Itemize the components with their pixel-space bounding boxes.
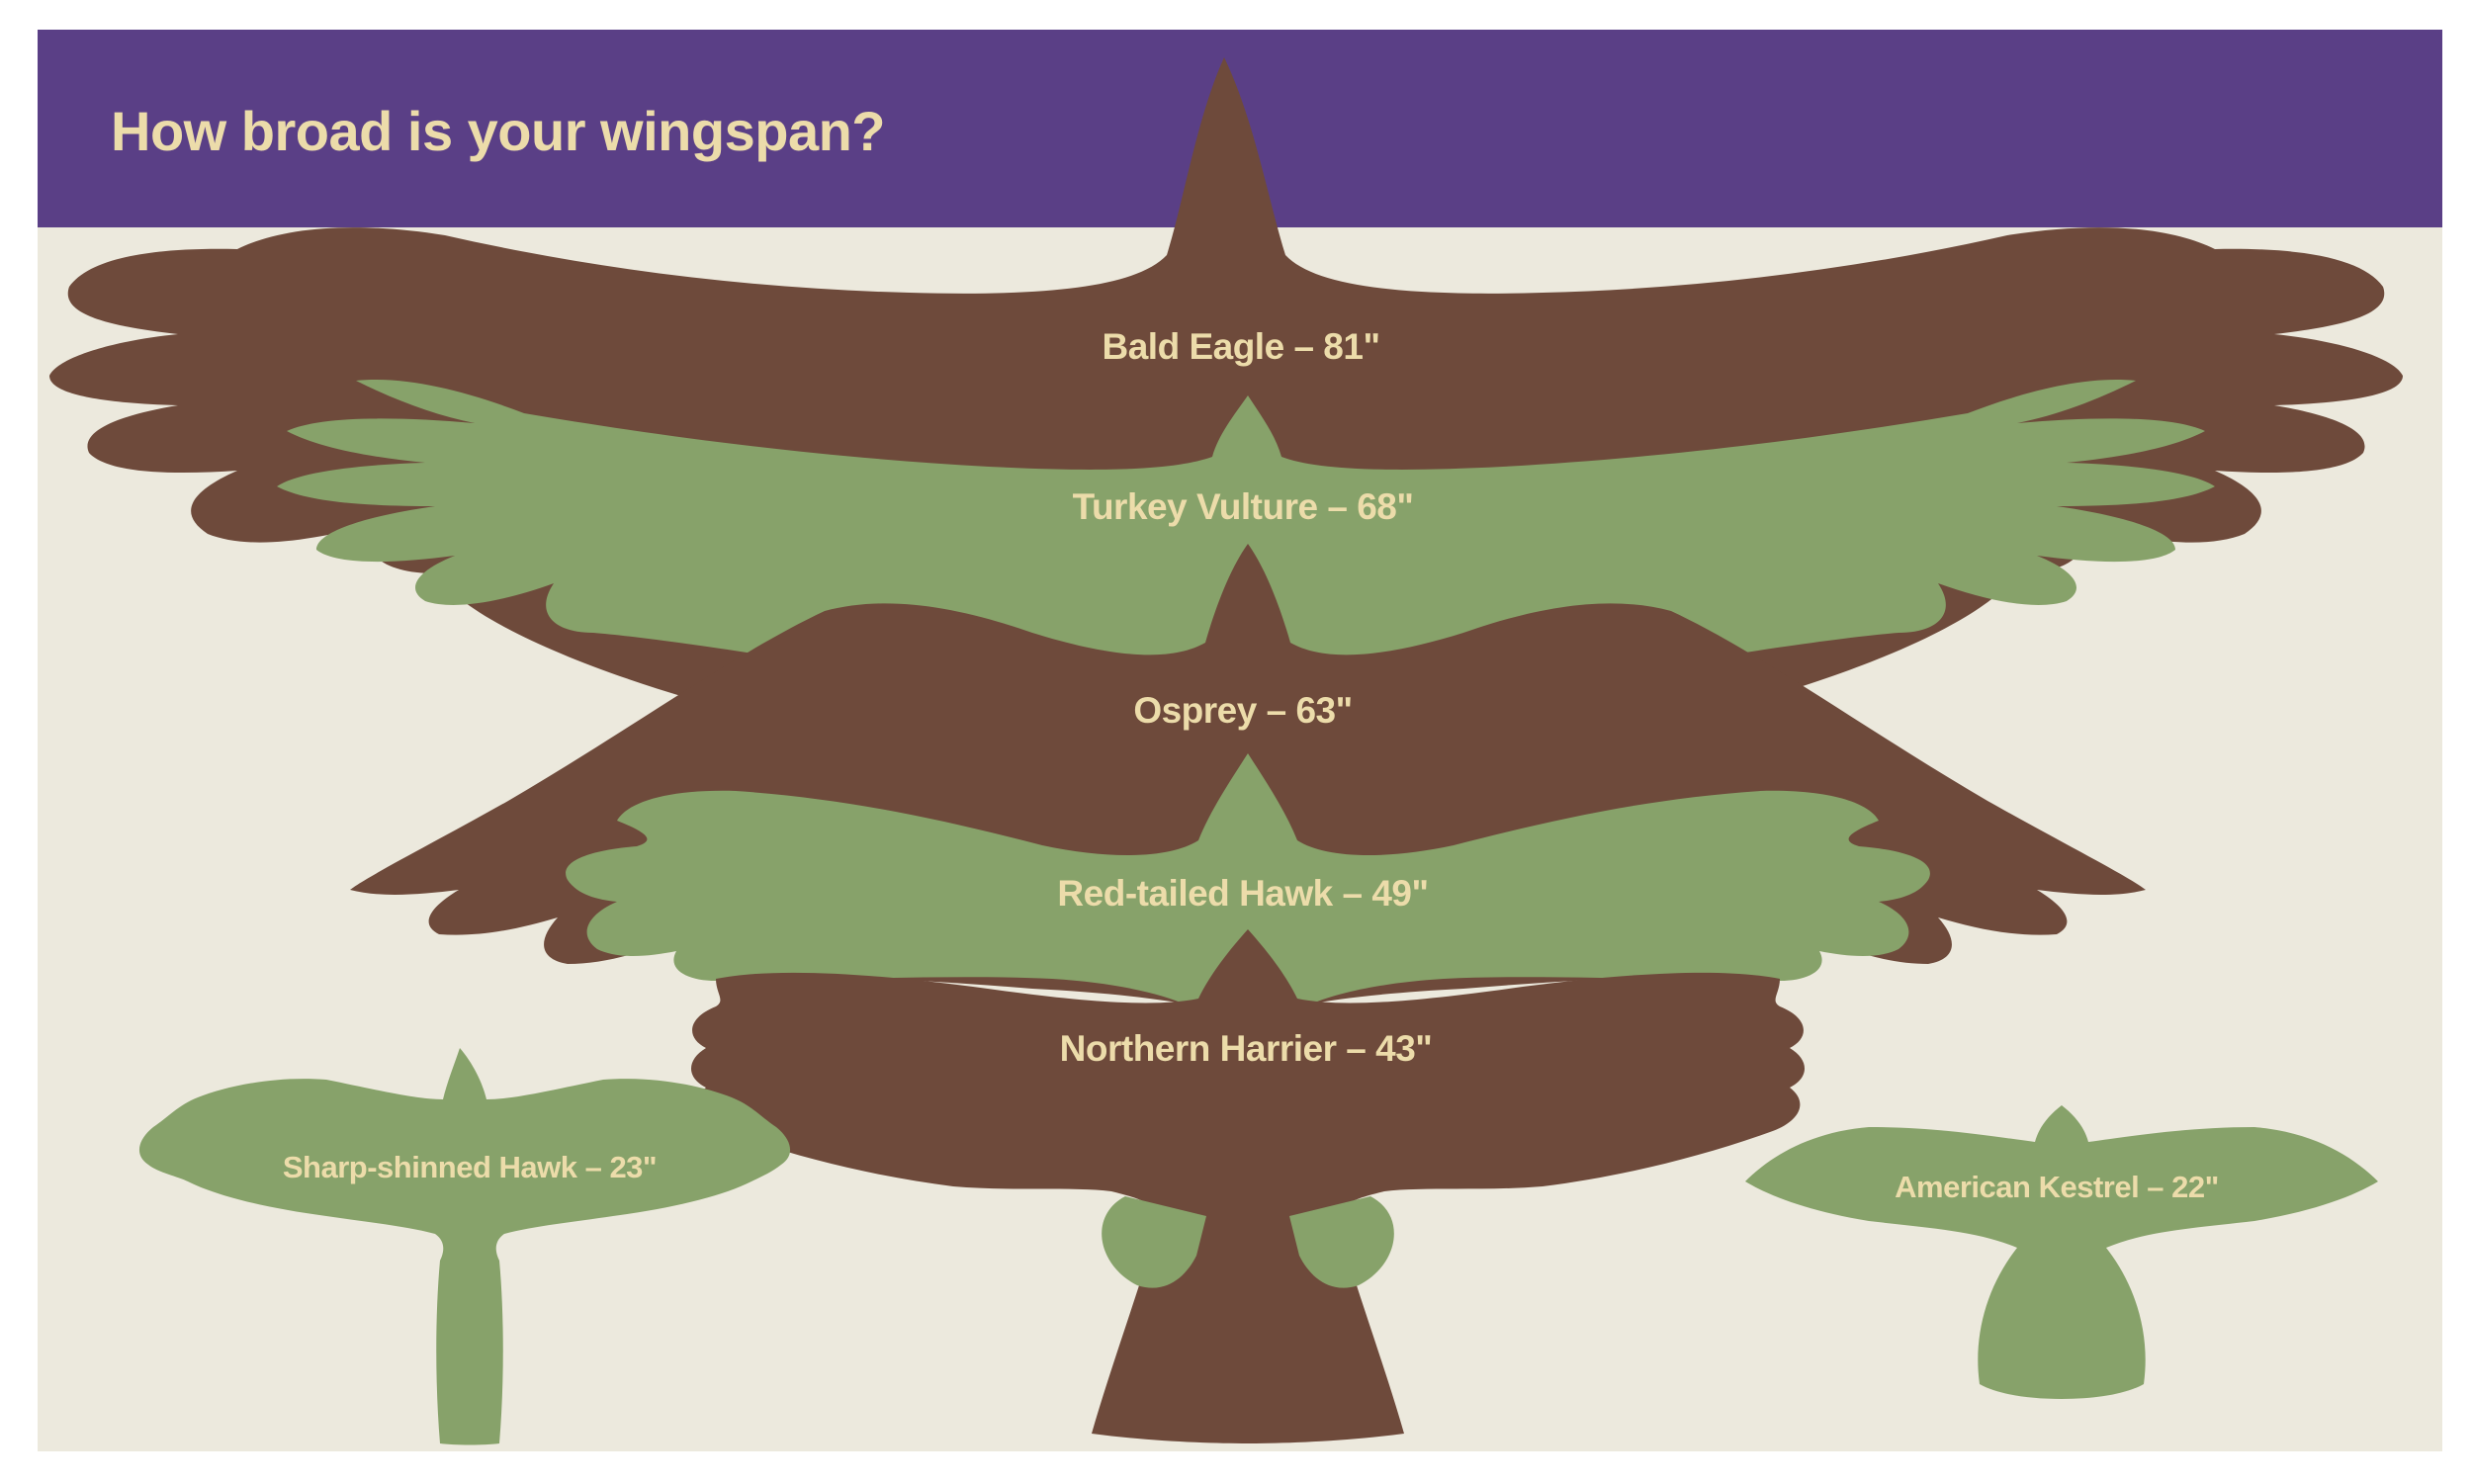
bald-eagle-label: Bald Eagle – 81" [1102,326,1380,367]
sharp-shinned-hawk-label: Sharp-shinned Hawk – 23" [282,1150,658,1184]
osprey-label: Osprey – 63" [1133,690,1353,731]
red-tailed-hawk-label: Red-tailed Hawk – 49" [1057,873,1429,914]
red-tailed-hawk-silhouette [566,753,1930,1016]
american-kestrel-silhouette [1745,1105,2378,1399]
tail-fan-green [1102,1196,1394,1288]
turkey-vulture-label: Turkey Vulture – 68" [1072,486,1414,527]
northern-harrier-label: Northern Harrier – 43" [1059,1028,1433,1069]
sharp-shinned-hawk-silhouette [138,1048,791,1445]
northern-harrier-silhouette [691,929,1805,1443]
sign-title: How broad is your wingspan? [111,100,886,162]
american-kestrel-label: American Kestrel – 22" [1895,1170,2219,1204]
